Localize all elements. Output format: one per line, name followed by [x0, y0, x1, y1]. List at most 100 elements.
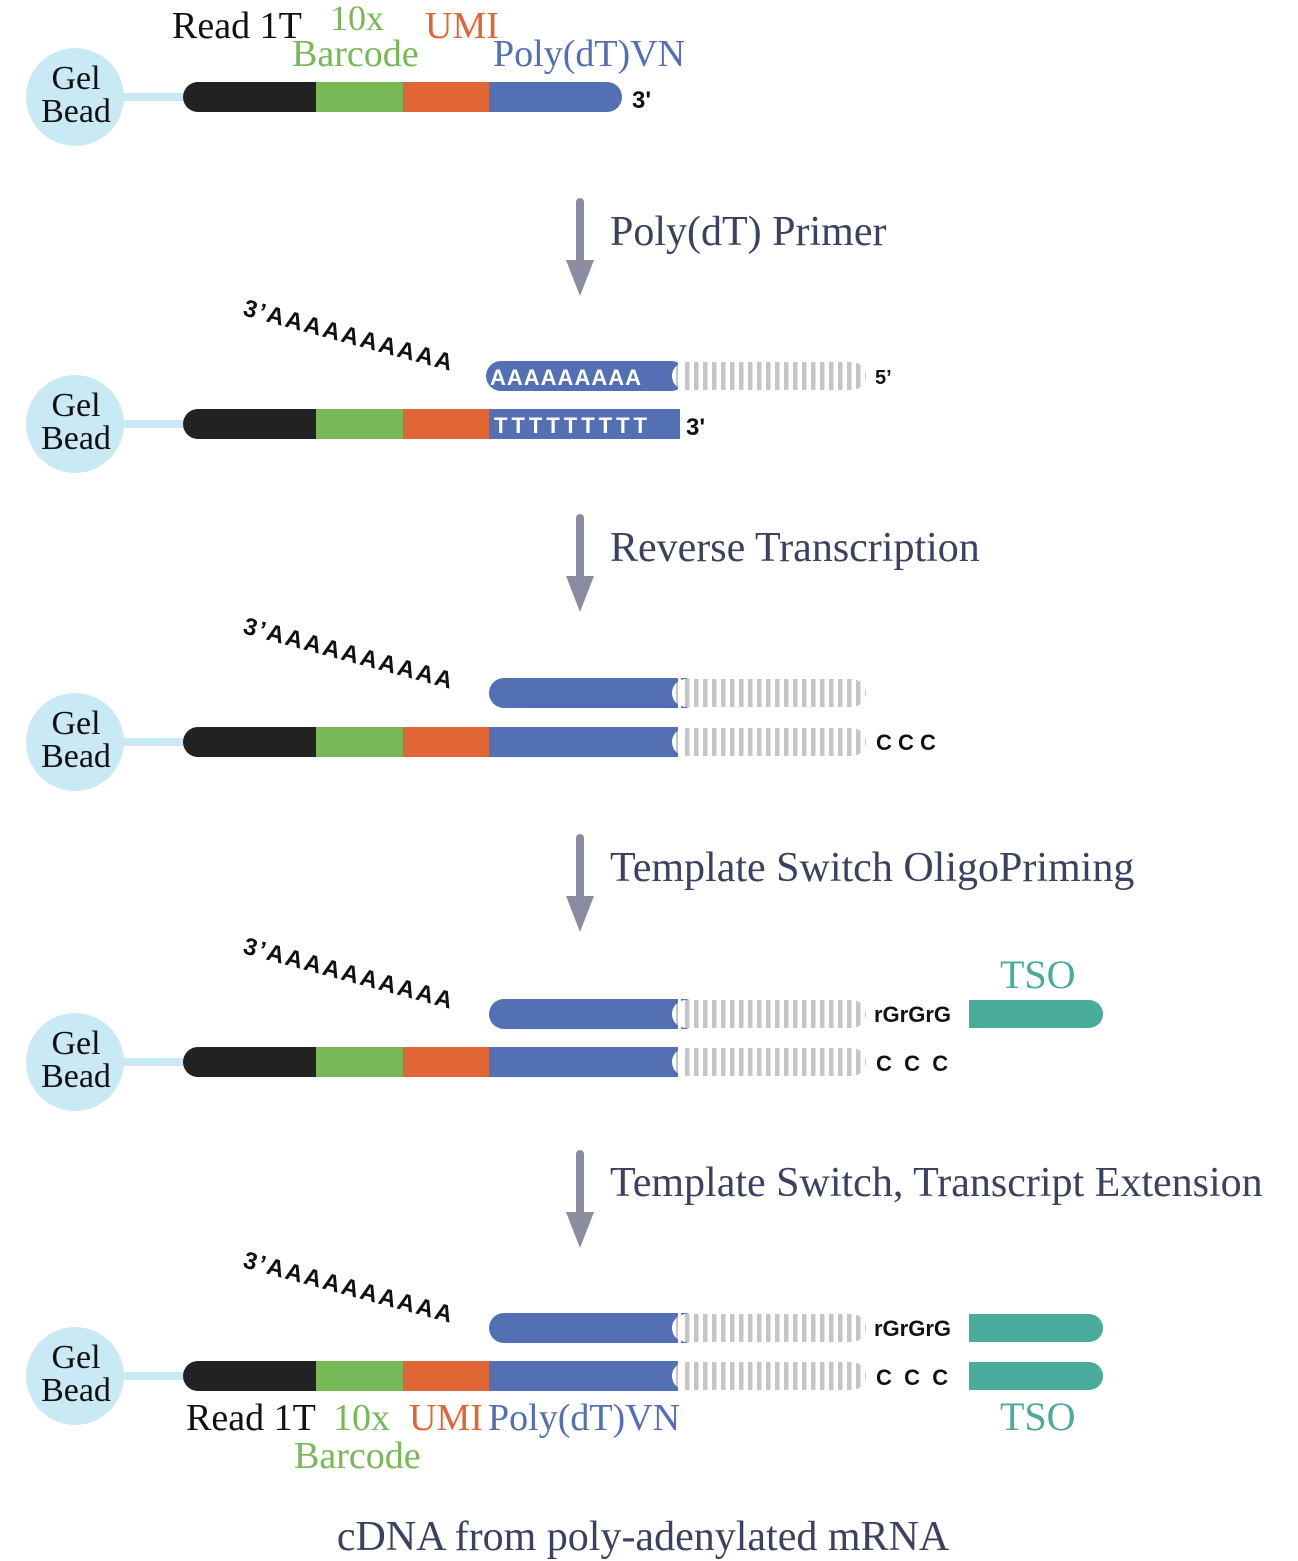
cdna-stripes [672, 679, 866, 707]
gel-bead-label: Gel [51, 1339, 100, 1376]
gel-bead-label: Gel [51, 60, 100, 97]
five-prime-label: 5’ [875, 367, 892, 389]
polydt-segment [489, 409, 680, 439]
polya-tail: 3’AAAAAAAAAA [240, 1247, 457, 1329]
gel-bead [26, 48, 124, 146]
gel-bead-label: Gel [51, 1025, 100, 1062]
cdna-stripes [672, 1314, 866, 1342]
tenx-label: 10x [330, 0, 384, 38]
tso-segment [969, 1314, 989, 1342]
ccc-label: C C C [876, 730, 936, 755]
polya-hybrid-label: AAAAAAAAA [490, 365, 642, 390]
gel-bead [26, 375, 124, 473]
barcode-segment [316, 1361, 403, 1391]
down-arrow-icon [576, 198, 584, 266]
bead-linker [110, 738, 190, 746]
read1-segment [183, 409, 333, 439]
bead-linker [110, 1058, 190, 1066]
mrna-polya-strand [486, 361, 686, 391]
divider [678, 727, 681, 757]
polydt-segment [489, 1361, 680, 1391]
umi-segment [403, 727, 489, 757]
three-prime-label: 3' [686, 414, 705, 441]
tso-segment [969, 1362, 1103, 1390]
ccc-label: C C C [876, 1051, 948, 1076]
tso-segment [969, 1314, 1103, 1342]
cdna-stripes [672, 1048, 866, 1076]
gel-bead-label: Gel [51, 387, 100, 424]
read1-segment [183, 1361, 333, 1391]
gel-bead-label: Bead [41, 738, 111, 775]
read1-segment [183, 82, 333, 112]
tenx-label: 10x [333, 1397, 390, 1439]
umi-segment [403, 82, 489, 112]
caption: cDNA from poly-adenylated mRNA [337, 1514, 950, 1560]
umi-label: UMI [425, 5, 499, 47]
barcode-label: Barcode [292, 33, 419, 75]
divider [678, 1047, 681, 1077]
polydt-segment [489, 1047, 680, 1077]
barcode-segment [316, 409, 403, 439]
step-label: Template Switch, Transcript Extension [610, 1160, 1263, 1206]
ccc-label: C C C [876, 1365, 948, 1390]
step-label: Template Switch OligoPriming [610, 845, 1134, 891]
tso-segment [969, 1000, 989, 1028]
polydt-segment [489, 82, 529, 112]
mrna-polya-strand [489, 1313, 699, 1343]
gel-bead-label: Bead [41, 420, 111, 457]
divider [678, 678, 681, 708]
tso-label: TSO [1000, 1394, 1076, 1439]
barcode-segment [316, 82, 403, 112]
mrna-polya-strand [489, 999, 699, 1029]
mrna-polya-strand [489, 678, 699, 708]
gel-bead [26, 1327, 124, 1425]
step-label: Poly(dT) Primer [610, 209, 886, 255]
tso-segment [969, 1000, 1103, 1028]
polya-tail: 3’AAAAAAAAAA [240, 613, 457, 695]
gel-bead [26, 1013, 124, 1111]
down-arrow-icon [566, 1212, 594, 1248]
polydt-segment [489, 727, 680, 757]
three-prime-label: 3' [632, 87, 651, 114]
polydt-label: Poly(dT)VN [488, 1397, 680, 1439]
cdna-stripes [672, 1000, 866, 1028]
polya-tail: 3’AAAAAAAAAA [240, 933, 457, 1015]
gel-bead-label: Bead [41, 1372, 111, 1409]
divider [678, 999, 681, 1029]
gel-bead-label: Gel [51, 705, 100, 742]
down-arrow-icon [576, 514, 584, 582]
umi-segment [403, 1047, 489, 1077]
rgrgrg-label: rGrGrG [874, 1002, 951, 1027]
cdna-stripes [672, 728, 866, 756]
gel-bead-label: Bead [41, 93, 111, 130]
tso-segment [969, 1362, 989, 1390]
cdna-stripes [672, 1362, 866, 1390]
down-arrow-icon [566, 576, 594, 612]
divider [678, 361, 681, 391]
umi-segment [403, 409, 489, 439]
down-arrow-icon [566, 260, 594, 296]
read1-label: Read 1T [172, 5, 302, 47]
read1-segment [183, 727, 333, 757]
polya-tail: 3’AAAAAAAAAA [240, 295, 457, 377]
gel-bead-label: Bead [41, 1058, 111, 1095]
divider [678, 1361, 681, 1391]
down-arrow-icon [576, 1150, 584, 1218]
cdna-stripes [672, 362, 866, 390]
down-arrow-icon [576, 834, 584, 902]
bead-linker [110, 93, 190, 101]
divider [678, 1313, 681, 1343]
bead-linker [110, 1372, 190, 1380]
bead-linker [110, 420, 190, 428]
gel-bead [26, 693, 124, 791]
rgrgrg-label: rGrGrG [874, 1316, 951, 1341]
umi-segment [403, 1361, 489, 1391]
step-label: Reverse Transcription [610, 525, 980, 571]
down-arrow-icon [566, 896, 594, 932]
read1-label: Read 1T [186, 1397, 316, 1439]
barcode-label: Barcode [294, 1435, 421, 1477]
barcode-segment [316, 727, 403, 757]
barcode-segment [316, 1047, 403, 1077]
polyt-label: TTTTTTTTT [494, 413, 651, 438]
